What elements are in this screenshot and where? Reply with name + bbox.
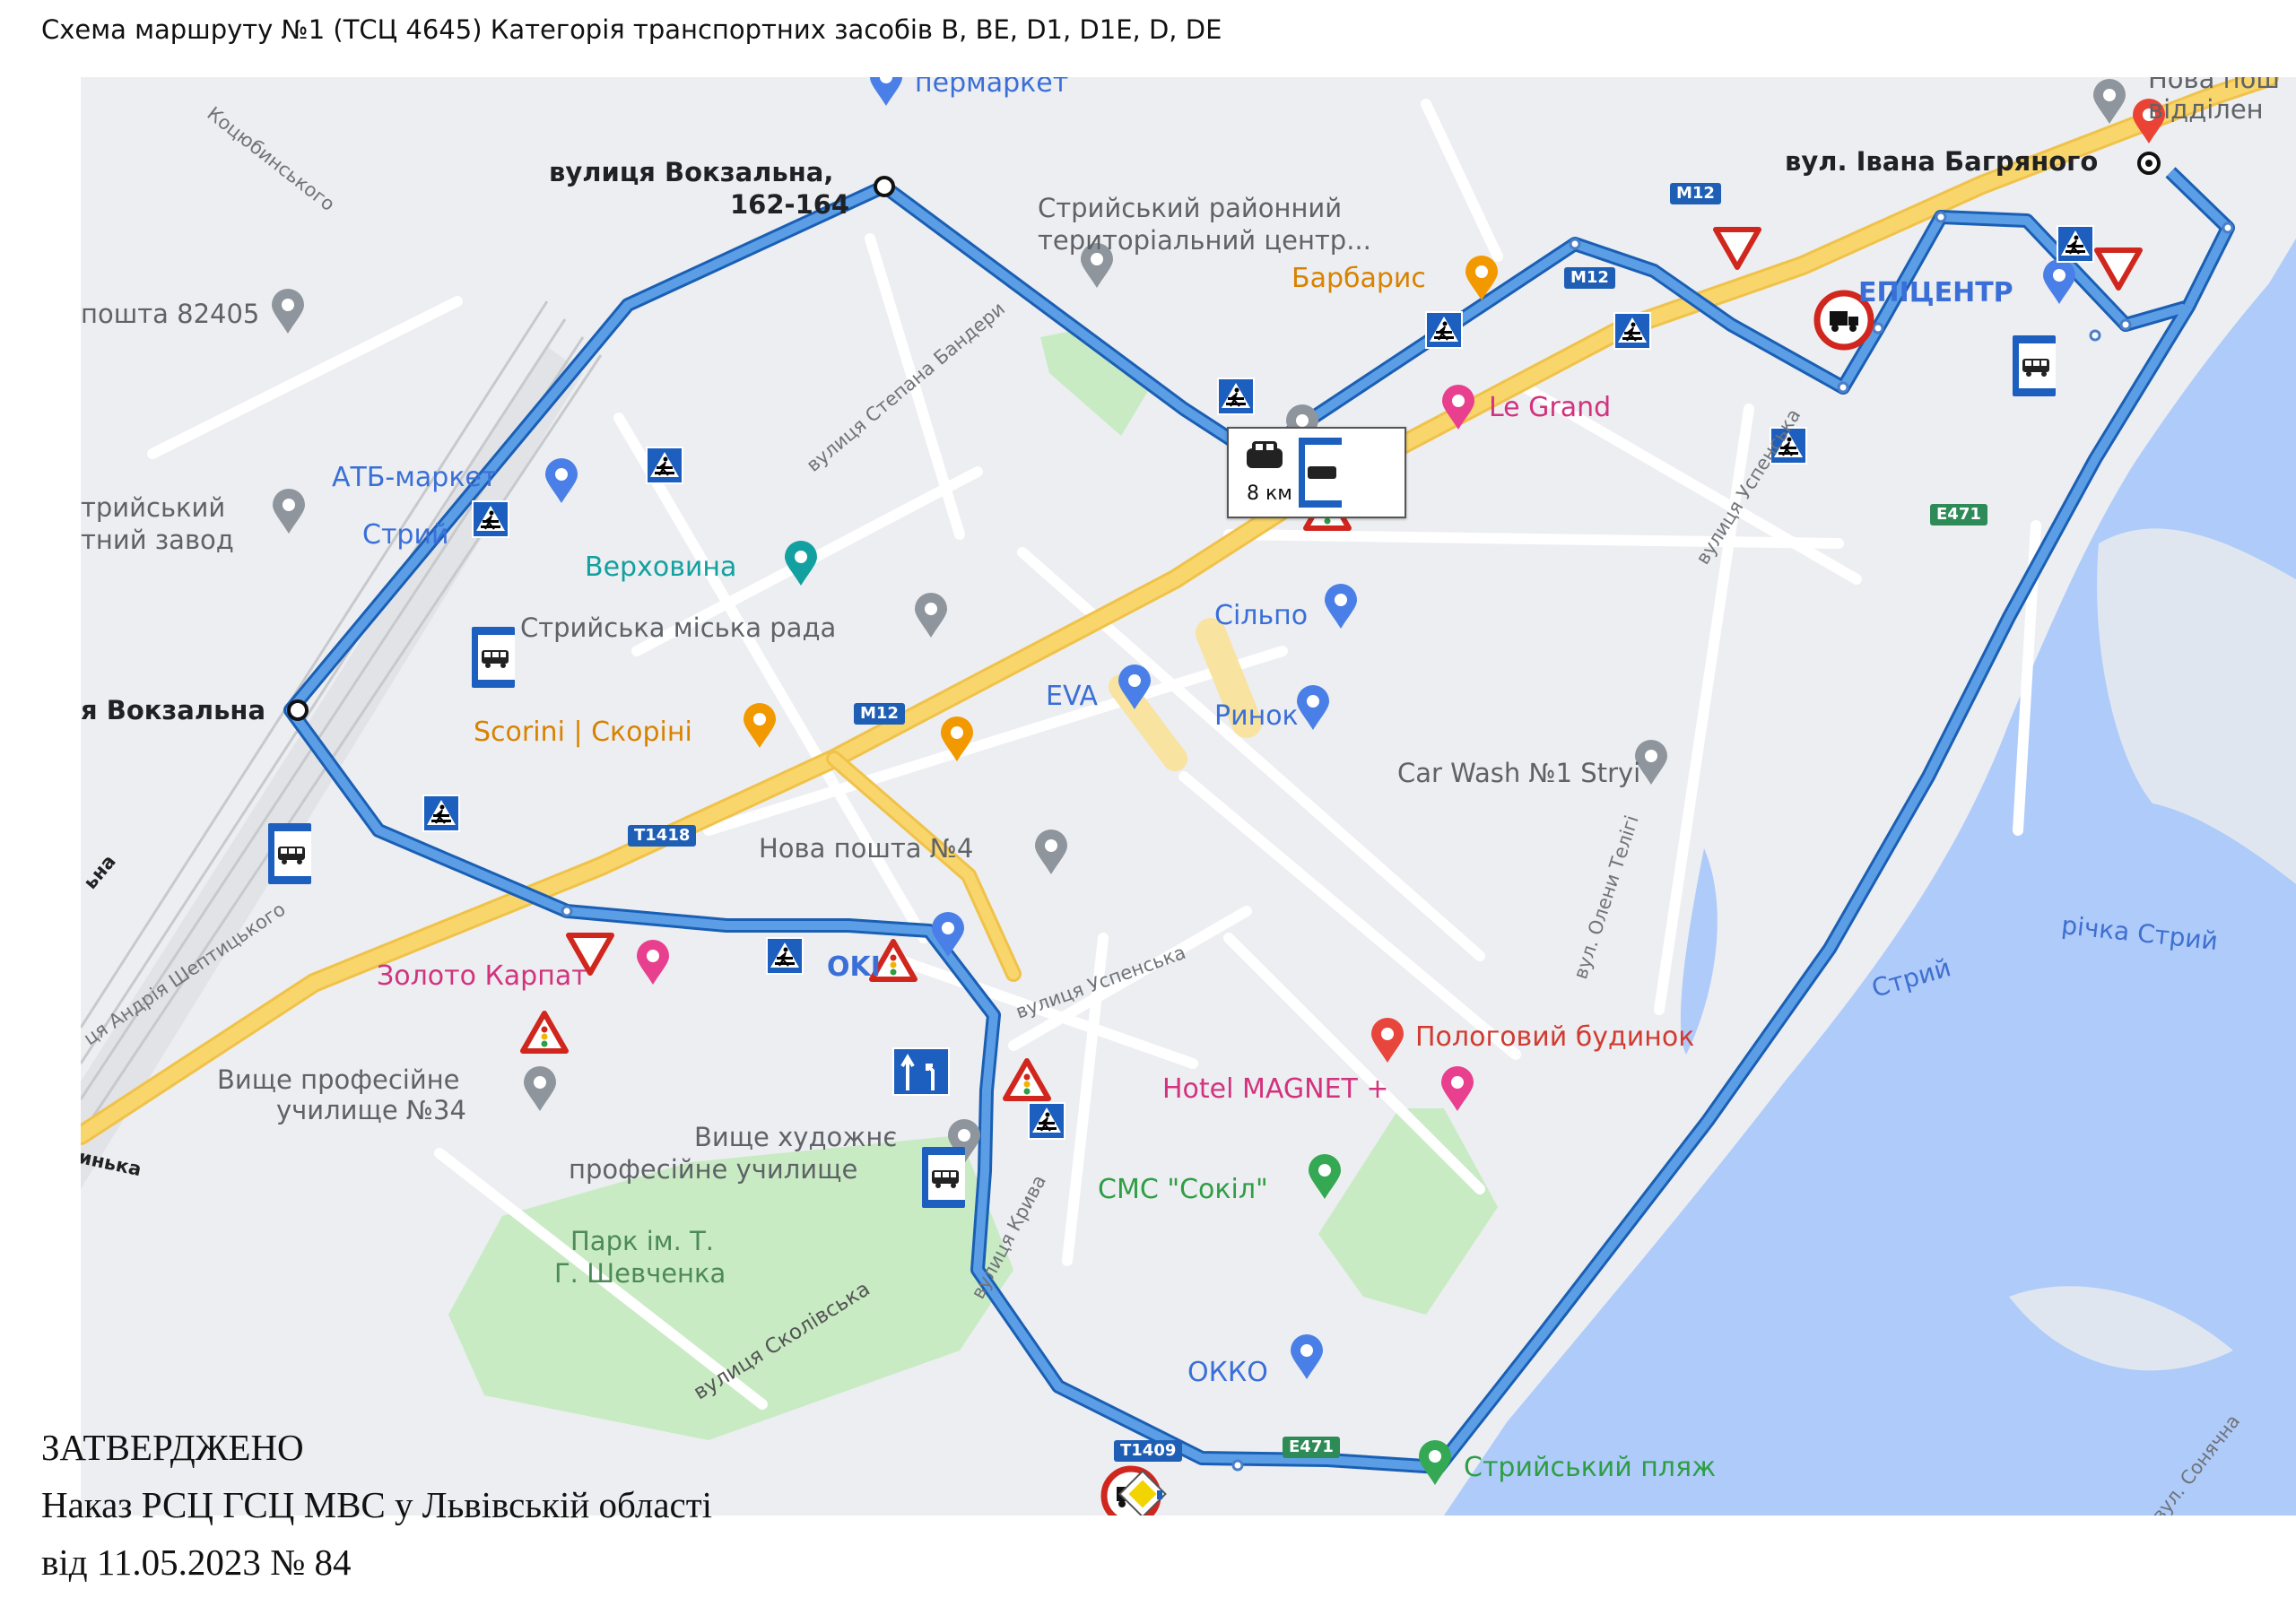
okko-bottom-label: ОККО <box>1187 1357 1268 1388</box>
zoloto-karpat-label: Золото Карпат <box>377 960 587 992</box>
school-34-line2: училище №34 <box>276 1095 466 1125</box>
art-school-line1: Вище художнє <box>694 1122 898 1152</box>
nova-poshta-corner-line1: Нова пош <box>2148 77 2280 94</box>
road-shield-m12-a: M12 <box>1670 183 1721 204</box>
scorini-label: Scorini | Скоріні <box>474 716 692 748</box>
sms-sokil-label: СМС "Сокіл" <box>1098 1174 1268 1205</box>
le-grand-label: Le Grand <box>1489 392 1612 423</box>
approval-line2: Наказ РСЦ ГСЦ МВС у Львівській області <box>41 1484 713 1525</box>
left-point-label: я Вокзальна <box>81 695 266 725</box>
atb-label: АТБ-маркет <box>332 462 498 493</box>
map-canvas <box>81 77 2296 1515</box>
road-shield-m12-b: M12 <box>1564 267 1615 289</box>
lane-direction-sign <box>892 1047 950 1096</box>
city-council-label: Стрийська міська рада <box>520 612 837 643</box>
barbaris-label: Барбарис <box>1292 263 1426 294</box>
nova-poshta-corner-line2: відділен <box>2148 94 2264 125</box>
park-line2: Г. Шевченка <box>554 1258 726 1289</box>
school-34-line1: Вище професійне <box>217 1064 460 1095</box>
road-shield-e471-a: E471 <box>1930 504 1987 525</box>
road-shield-t1418: T1418 <box>628 825 697 847</box>
maternity-label: Пологовий будинок <box>1415 1021 1695 1053</box>
art-school-line2: професійне училище <box>569 1154 858 1185</box>
car-wash-label: Car Wash №1 Stryi <box>1397 758 1641 788</box>
rynok-label: Ринок <box>1214 700 1299 732</box>
eva-label: EVA <box>1046 681 1099 712</box>
hotel-magnet-label: Hotel MAGNET + <box>1162 1073 1389 1105</box>
approval-line1: ЗАТВЕРДЖЕНО <box>41 1427 304 1468</box>
road-shield-e471-b: E471 <box>1283 1437 1340 1458</box>
stryi-beach-label: Стрийський пляж <box>1464 1452 1717 1483</box>
silpo-label: Сільпо <box>1214 600 1309 631</box>
nova-poshta-4-label: Нова пошта №4 <box>759 833 974 864</box>
stryi-plant-line2: тний завод <box>81 525 234 555</box>
route-map[interactable]: 8 км вулиця Вокзальна, 162-164 я Вокзаль… <box>81 77 2296 1515</box>
approval-line3: від 11.05.2023 № 84 <box>41 1542 352 1583</box>
district-center-line1: Стрийський районний <box>1038 193 1343 223</box>
priority-road-sign <box>1118 1470 1167 1515</box>
road-shield-m12-c: M12 <box>854 703 905 725</box>
park-line1: Парк ім. Т. <box>570 1226 715 1256</box>
road-shield-t1409: T1409 <box>1114 1440 1183 1462</box>
epicentr-label: ЕПІЦЕНТР <box>1858 277 2013 308</box>
approval-stamp: ЗАТВЕРДЖЕНО Наказ РСЦ ГСЦ МВС у Львівськ… <box>41 1419 712 1591</box>
start-label-line1: вулиця Вокзальна, <box>549 157 834 187</box>
post-82405-label: пошта 82405 <box>81 299 260 329</box>
okko-mid-label: OKI <box>827 951 881 983</box>
left-point-marker <box>287 699 309 721</box>
distance-info-box[interactable]: 8 км <box>1227 427 1406 518</box>
stryi-plant-line1: трийський <box>81 492 226 523</box>
page-title: Схема маршруту №1 (ТСЦ 4645) Категорія т… <box>41 14 1222 45</box>
car-icon <box>1247 438 1342 508</box>
verkhovyna-label: Верховина <box>585 551 737 583</box>
distance-label: 8 км <box>1247 482 1292 505</box>
stryi-short-label: Стрий <box>362 519 449 551</box>
end-label: вул. Івана Багряного <box>1785 146 2099 177</box>
start-label-line2: 162-164 <box>730 189 850 220</box>
district-center-line2: територіальний центр... <box>1038 225 1371 256</box>
start-point-marker <box>874 176 895 197</box>
supermarket-label: пермаркет <box>915 77 1069 99</box>
